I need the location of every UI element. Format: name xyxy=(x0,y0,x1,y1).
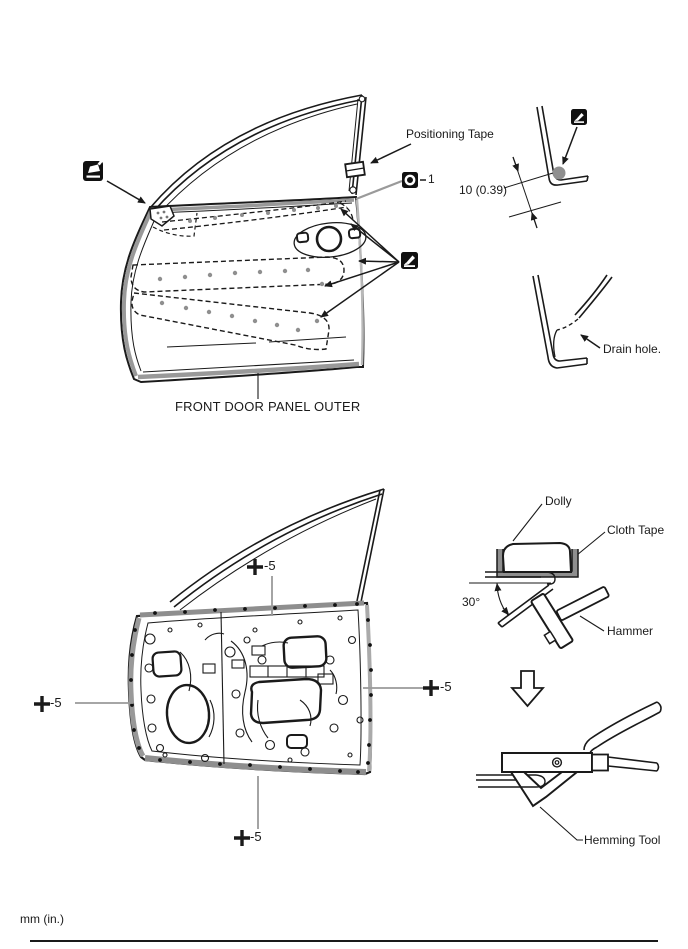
clearance-label-right: -5 xyxy=(440,679,452,694)
hemming-tool-detail xyxy=(476,701,662,841)
units-note: mm (in.) xyxy=(20,912,64,926)
bead-width-dimension: 10 (0.39) xyxy=(459,183,508,197)
positioning-tape-band xyxy=(344,160,366,179)
hemming-tool-label: Hemming Tool xyxy=(584,833,661,847)
hammer-tool xyxy=(530,586,610,649)
hemming-lower-jaw xyxy=(509,771,580,808)
sealer-callout-number: 1 xyxy=(428,172,435,186)
upper-window-frame xyxy=(149,94,367,217)
dolly-block xyxy=(501,541,573,573)
process-down-arrow-icon xyxy=(510,670,545,708)
drain-hole-detail xyxy=(532,274,613,369)
cloth-tape-label: Cloth Tape xyxy=(607,523,665,537)
upper-door-panel xyxy=(119,195,365,384)
panel-structure xyxy=(144,611,364,765)
weld-ticks xyxy=(129,602,373,774)
sealer-dots xyxy=(157,204,338,333)
upper-figure-caption: FRONT DOOR PANEL OUTER xyxy=(175,399,361,414)
door-handle xyxy=(293,222,367,258)
upper-door-figure xyxy=(83,94,426,399)
sealer-applicator-icon xyxy=(83,158,104,181)
sealer-pencil-icon-small xyxy=(571,109,587,125)
positioning-tape-label: Positioning Tape xyxy=(406,127,494,141)
drain-hole-label: Drain hole. xyxy=(603,342,662,356)
sealer-band-lower xyxy=(131,292,330,351)
sealer-ring-icon xyxy=(402,172,426,188)
hemming-jaw-block xyxy=(501,752,609,773)
sealer-pencil-icon xyxy=(401,252,418,269)
clearance-label-bottom: -5 xyxy=(250,829,262,844)
cloth-tape xyxy=(496,549,579,578)
clearance-label-left: -5 xyxy=(50,695,62,710)
clearance-label-top: -5 xyxy=(264,558,276,573)
lower-window-frame xyxy=(169,488,385,611)
mirror-bracket xyxy=(149,205,198,237)
hem-angle-label: 30° xyxy=(462,595,481,609)
dolly-label: Dolly xyxy=(545,494,572,508)
sealer-bead-detail xyxy=(503,105,589,229)
lower-door-figure xyxy=(34,488,439,846)
dolly-hammer-detail xyxy=(469,503,610,649)
upper-callout-arrows xyxy=(106,143,412,399)
page-divider xyxy=(30,940,658,942)
hammer-label: Hammer xyxy=(607,624,654,638)
clearance-markers xyxy=(34,559,439,846)
hemming-handles xyxy=(583,701,662,772)
